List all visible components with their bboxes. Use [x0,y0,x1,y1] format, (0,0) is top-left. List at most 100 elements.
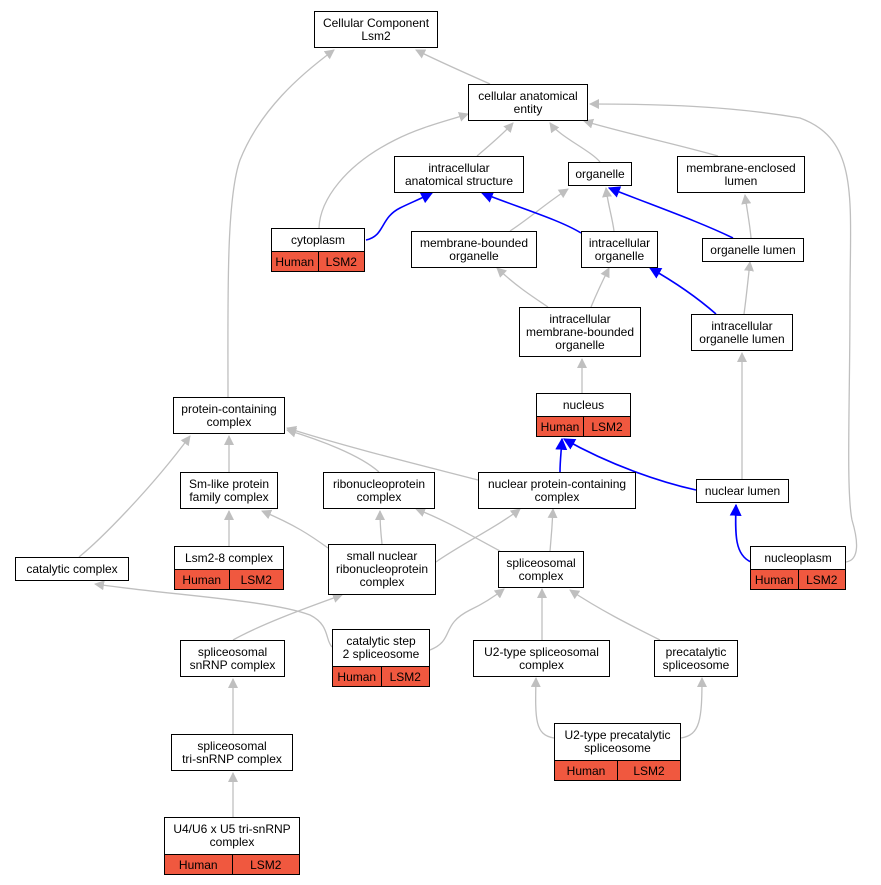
node-label: catalytic complex [26,561,118,576]
is-a-edge [530,677,555,739]
gene-cell: LSM2 [583,417,630,436]
gene-cell: LSM2 [797,570,845,589]
node-u2-type-spliceosomal-complex[interactable]: U2-type spliceosomal complex [473,640,610,677]
node-label: catalytic step 2 spliceosome [342,634,420,661]
species-cell: Human [333,667,381,686]
node-label: nucleus [562,397,605,412]
node-small-nuclear-ribonucleoprotein-complex[interactable]: small nuclear ribonucleoprotein complex [328,544,436,595]
node-label: U2-type spliceosomal complex [484,644,599,672]
node-catalytic-complex[interactable]: catalytic complex [15,557,129,581]
is-a-edge [496,267,549,308]
node-label: cytoplasm [290,232,346,247]
node-label: spliceosomal snRNP complex [189,644,276,672]
node-label: organelle [575,166,625,181]
node-label: intracellular anatomical structure [404,160,514,188]
node-membrane-bounded-organelle[interactable]: membrane-bounded organelle [411,231,537,268]
part-of-edge [365,192,434,241]
gene-cell: LSM2 [228,570,283,589]
is-a-edge [743,261,754,315]
node-cellular-anatomical-entity[interactable]: cellular anatomical entity [468,84,588,121]
node-intracellular-organelle[interactable]: intracellular organelle [581,231,658,268]
is-a-edge [429,588,505,651]
node-cellular-component-root[interactable]: Cellular Component Lsm2 [314,11,438,48]
node-label: Sm-like protein family complex [188,476,270,504]
node-label: nuclear lumen [704,483,781,498]
node-label: ribonucleoprotein complex [332,476,426,504]
part-of-edge [648,267,717,315]
node-label: intracellular membrane-bounded organelle [525,311,635,352]
is-a-edge [476,122,514,157]
node-organelle-lumen[interactable]: organelle lumen [702,238,804,262]
gene-cell: LSM2 [617,761,680,780]
is-a-edge [286,425,479,481]
node-label: cellular anatomical entity [478,88,578,116]
node-label: U4/U6 x U5 tri-snRNP complex [173,822,291,849]
gene-cell: LSM2 [231,855,299,874]
species-cell: Human [537,417,583,436]
node-label: small nuclear ribonucleoprotein complex [335,549,429,589]
node-label: intracellular organelle lumen [699,318,785,346]
node-label: nuclear protein-containing complex [487,476,627,504]
node-precatalytic-spliceosome[interactable]: precatalytic spliceosome [654,640,738,677]
node-sm-like-protein-family-complex[interactable]: Sm-like protein family complex [180,472,278,509]
is-a-edge [78,435,191,558]
is-a-edge [261,509,329,549]
is-a-edge [227,49,335,398]
node-membrane-enclosed-lumen[interactable]: membrane-enclosed lumen [677,156,805,193]
is-a-edge [602,187,615,232]
part-of-edge [555,437,568,473]
node-nuclear-protein-containing-complex[interactable]: nuclear protein-containing complex [478,472,636,509]
node-label: spliceosomal complex [506,555,576,583]
node-intracellular-membrane-bounded-organelle[interactable]: intracellular membrane-bounded organelle [519,307,641,357]
is-a-edge [318,112,469,229]
node-label: membrane-enclosed lumen [686,160,796,188]
species-cell: Human [555,761,617,780]
node-intracellular-organelle-lumen[interactable]: intracellular organelle lumen [691,314,793,351]
species-cell: Human [175,570,229,589]
node-intracellular-anatomical-structure[interactable]: intracellular anatomical structure [394,156,524,193]
node-protein-containing-complex[interactable]: protein-containing complex [173,397,285,434]
node-label: nucleoplasm [764,550,832,565]
is-a-edge [590,267,610,308]
is-a-edge [415,49,491,85]
is-a-edge [741,194,752,239]
node-ribonucleoprotein-complex[interactable]: ribonucleoprotein complex [323,472,435,509]
node-spliceosomal-tri-snrnp-complex[interactable]: spliceosomal tri-snRNP complex [171,734,293,771]
node-spliceosomal-snrnp-complex[interactable]: spliceosomal snRNP complex [180,640,285,677]
node-label: U2-type precatalytic spliceosome [564,728,671,755]
node-label: membrane-bounded organelle [419,235,529,263]
is-a-edge [94,580,333,648]
gene-cell: LSM2 [317,252,364,271]
is-a-edge [583,118,719,157]
part-of-edge [729,503,752,563]
is-a-edge [589,99,858,563]
is-a-edge [547,508,558,552]
node-spliceosomal-complex[interactable]: spliceosomal complex [498,551,584,588]
is-a-edge [509,188,569,232]
is-a-edge [415,507,501,552]
is-a-edge [286,427,380,473]
part-of-edge [562,438,697,491]
node-label: protein-containing complex [181,401,277,429]
part-of-edge [607,186,734,239]
is-a-edge [680,677,707,739]
node-organelle[interactable]: organelle [568,162,632,186]
node-label: spliceosomal tri-snRNP complex [182,738,282,766]
node-label: intracellular organelle [588,235,651,263]
node-nuclear-lumen[interactable]: nuclear lumen [696,479,789,503]
is-a-edge [435,508,521,563]
